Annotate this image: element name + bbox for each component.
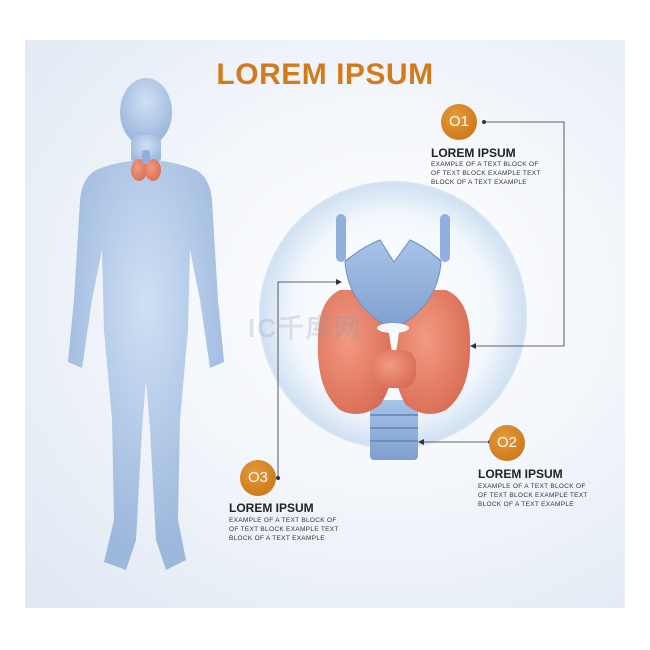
callout-3-badge: O3	[240, 460, 276, 496]
callout-2-text: EXAMPLE OF A TEXT BLOCK OF OF TEXT BLOCK…	[478, 483, 588, 508]
callout-1-badge: O1	[441, 104, 477, 140]
callout-1-heading: LOREM IPSUM	[431, 146, 516, 160]
human-silhouette	[68, 78, 224, 570]
callout-1-text: EXAMPLE OF A TEXT BLOCK OF OF TEXT BLOCK…	[431, 161, 541, 186]
watermark: IC千库网	[248, 313, 363, 343]
connector-lines	[277, 121, 565, 478]
callout-2-badge: O2	[489, 425, 525, 461]
callout-2-heading: LOREM IPSUM	[478, 467, 563, 481]
callout-3-heading: LOREM IPSUM	[229, 501, 314, 515]
callout-3-text: EXAMPLE OF A TEXT BLOCK OF OF TEXT BLOCK…	[229, 517, 339, 542]
thyroid-illustration	[317, 214, 471, 460]
small-thyroid-icon	[131, 150, 161, 181]
page-title: LOREM IPSUM	[216, 58, 434, 91]
